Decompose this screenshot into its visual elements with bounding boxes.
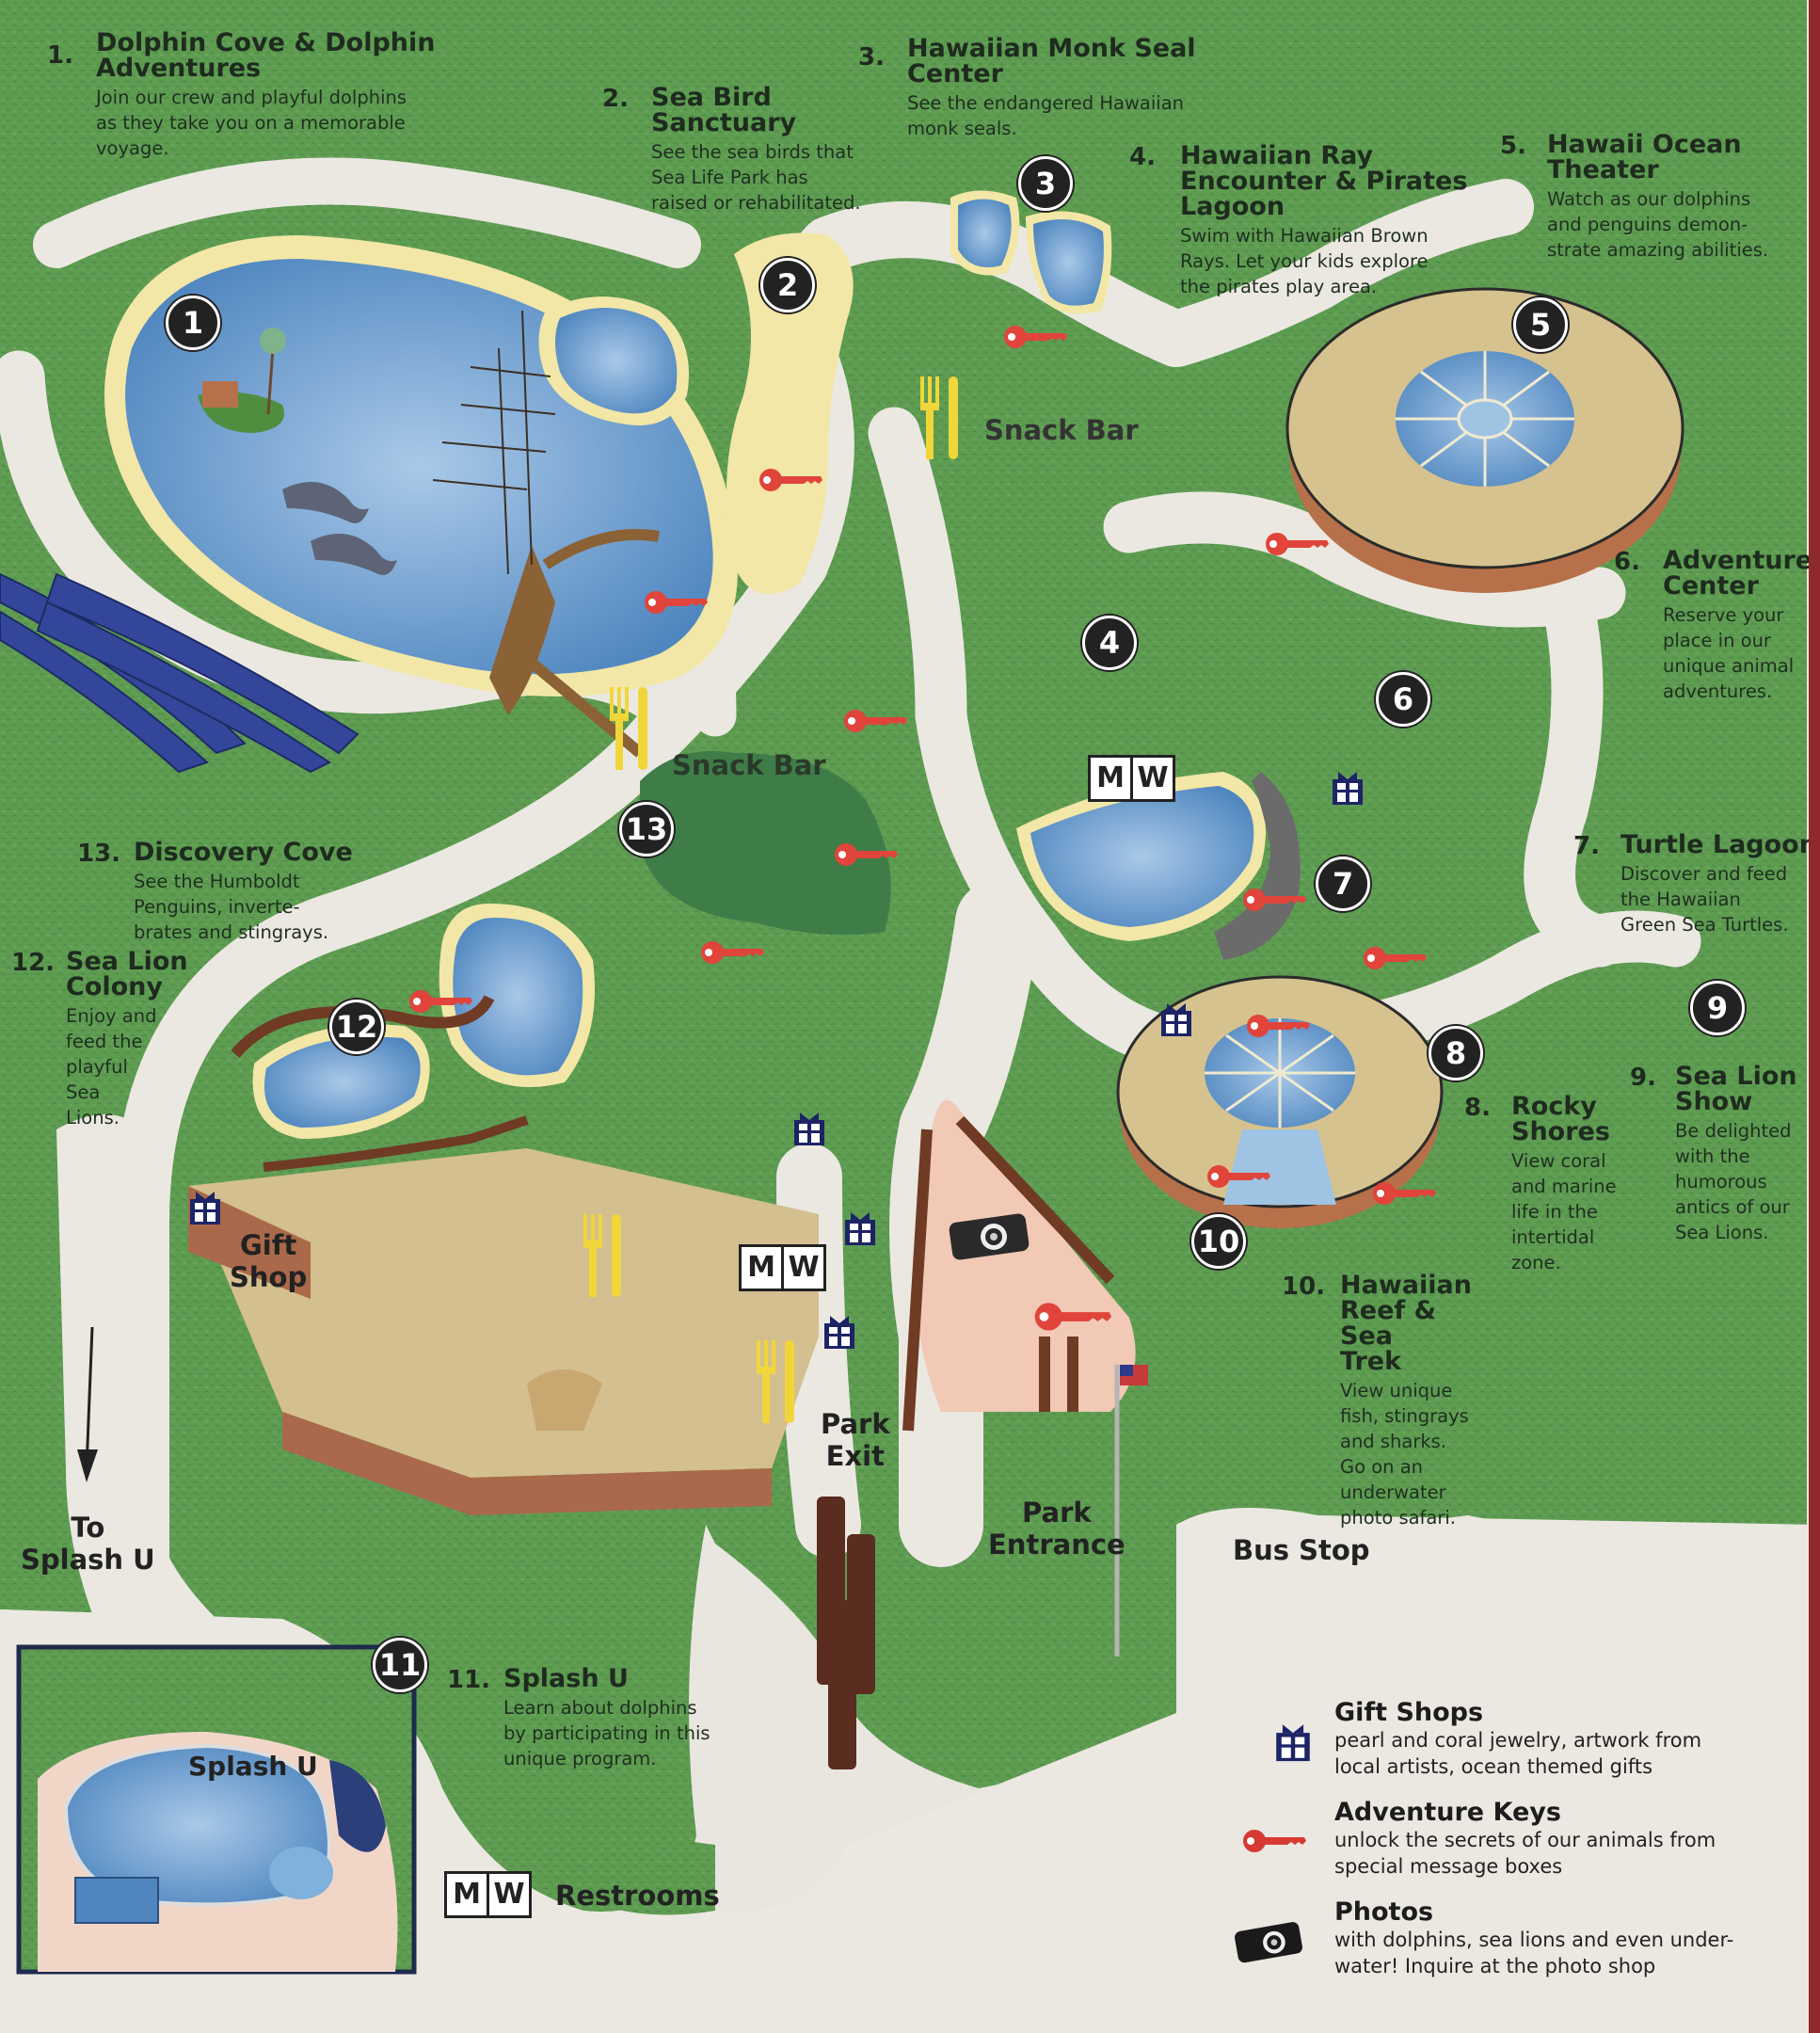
adventure-key-icon[interactable] — [644, 589, 710, 616]
snack-bar-label-mid: Snack Bar — [672, 749, 826, 781]
adventure-key-icon[interactable] — [1242, 887, 1308, 913]
marker-12[interactable]: 12 — [329, 1000, 384, 1054]
marker-8[interactable]: 8 — [1429, 1026, 1483, 1081]
adventure-key-icon[interactable] — [843, 708, 909, 734]
marker-5[interactable]: 5 — [1513, 297, 1568, 352]
fork-knife-icon — [920, 376, 958, 459]
marker-11[interactable]: 11 — [373, 1638, 427, 1692]
attraction-number: 10. — [1282, 1273, 1326, 1301]
marker-2[interactable]: 2 — [760, 258, 815, 312]
adventure-key-icon[interactable] — [1003, 324, 1069, 350]
fork-knife-icon — [583, 1214, 621, 1297]
marker-1[interactable]: 1 — [166, 296, 220, 350]
gift-icon[interactable] — [843, 1209, 877, 1246]
gift-icon[interactable] — [1331, 768, 1365, 806]
snack-bar-label-top: Snack Bar — [984, 414, 1139, 446]
adventure-key-icon[interactable] — [834, 841, 900, 868]
adventure-key-icon[interactable] — [1031, 1301, 1116, 1333]
adventure-key-icon[interactable] — [1246, 1013, 1312, 1039]
restrooms-legend-label: Restrooms — [555, 1880, 720, 1912]
marker-6[interactable]: 6 — [1376, 672, 1430, 727]
attraction-number: 2. — [602, 85, 629, 113]
attraction-number: 13. — [77, 840, 121, 868]
legend-photos: Photos with dolphins, sea lions and even… — [1334, 1897, 1734, 1977]
adventure-key-icon[interactable] — [1363, 945, 1429, 971]
splash-u-pool-label: Splash U — [188, 1751, 318, 1782]
arrow-down-icon — [77, 1327, 98, 1482]
attraction-number: 12. — [11, 949, 56, 977]
attraction-number: 7. — [1573, 832, 1600, 860]
attraction-number: 4. — [1129, 143, 1156, 171]
key-icon — [1243, 1830, 1306, 1852]
attraction-number: 11. — [447, 1666, 491, 1694]
camera-icon[interactable] — [947, 1209, 1031, 1261]
attraction-number: 1. — [47, 41, 73, 70]
gift-icon[interactable] — [792, 1109, 826, 1146]
adventure-key-icon[interactable] — [1265, 531, 1331, 557]
adventure-key-icon[interactable] — [1372, 1180, 1438, 1207]
adventure-key-icon[interactable] — [408, 988, 474, 1015]
brochure-edge — [1809, 0, 1820, 2033]
attraction-number: 5. — [1500, 132, 1526, 160]
gift-icon[interactable] — [188, 1188, 222, 1225]
fork-knife-icon — [757, 1340, 794, 1423]
fork-knife-icon — [610, 687, 647, 770]
gift-icon — [1276, 1724, 1310, 1762]
adventure-key-icon[interactable] — [700, 939, 766, 966]
gift-icon[interactable] — [1159, 1000, 1193, 1037]
attraction-number: 8. — [1464, 1094, 1491, 1122]
attraction-number: 3. — [858, 43, 885, 72]
marker-4[interactable]: 4 — [1082, 616, 1137, 670]
camera-icon — [1235, 1922, 1302, 1963]
attraction-number: 6. — [1614, 548, 1640, 576]
marker-13[interactable]: 13 — [619, 802, 674, 856]
marker-9[interactable]: 9 — [1690, 981, 1745, 1035]
legend-gift-shops: Gift Shops pearl and coral jewelry, artw… — [1334, 1698, 1702, 1778]
marker-7[interactable]: 7 — [1316, 856, 1370, 911]
adventure-key-icon[interactable] — [758, 467, 824, 493]
marker-3[interactable]: 3 — [1018, 156, 1073, 211]
adventure-key-icon[interactable] — [1206, 1163, 1272, 1190]
attraction-number: 9. — [1630, 1064, 1656, 1092]
legend-adventure-keys: Adventure Keys unlock the secrets of our… — [1334, 1798, 1716, 1878]
marker-10[interactable]: 10 — [1191, 1214, 1246, 1269]
bus-stop-label: Bus Stop — [1233, 1534, 1370, 1566]
gift-icon[interactable] — [822, 1312, 856, 1350]
